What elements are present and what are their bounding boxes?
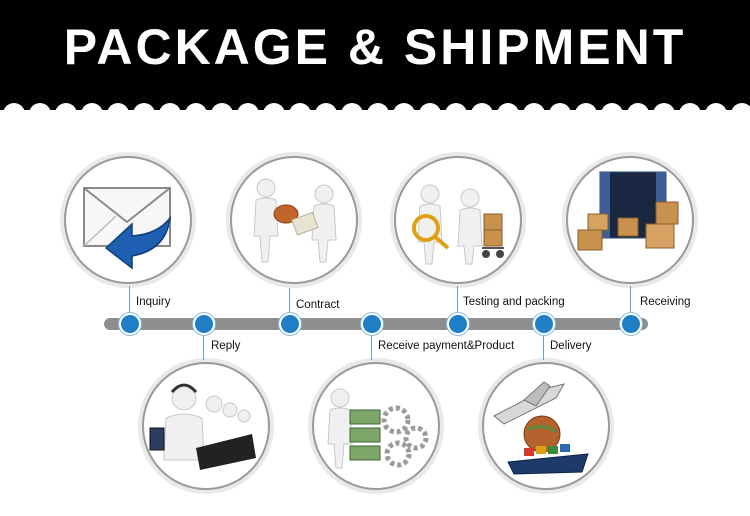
inspection-packing-icon [396,158,520,282]
step-label-reply: Reply [211,340,240,352]
banner-title: PACKAGE & SHIPMENT [0,18,750,76]
container-boxes-icon [568,158,692,282]
title-banner: PACKAGE & SHIPMENT [0,0,750,110]
contract-illustration [230,156,358,284]
step-label-inquiry: Inquiry [136,296,171,308]
payment-dot [361,313,383,335]
plane-ship-icon [484,364,608,488]
receiving-illustration [566,156,694,284]
testing-dot [447,313,469,335]
inquiry-illustration [64,156,192,284]
delivery-illustration [482,362,610,490]
envelope-reply-icon [66,158,190,282]
delivery-dot [533,313,555,335]
inquiry-dot [119,313,141,335]
step-label-receiving: Receiving [640,296,691,308]
step-label-payment: Receive payment&Product [378,340,514,352]
contract-signing-icon [232,158,356,282]
reply-illustration [142,362,270,490]
payment-illustration [312,362,440,490]
step-label-testing: Testing and packing [463,296,565,308]
call-center-icon [144,364,268,488]
receiving-dot [620,313,642,335]
step-label-contract: Contract [296,299,339,311]
reply-dot [193,313,215,335]
step-label-delivery: Delivery [550,340,592,352]
scalloped-edge [0,96,750,116]
contract-dot [279,313,301,335]
payment-gears-icon [314,364,438,488]
testing-packing-illustration [394,156,522,284]
